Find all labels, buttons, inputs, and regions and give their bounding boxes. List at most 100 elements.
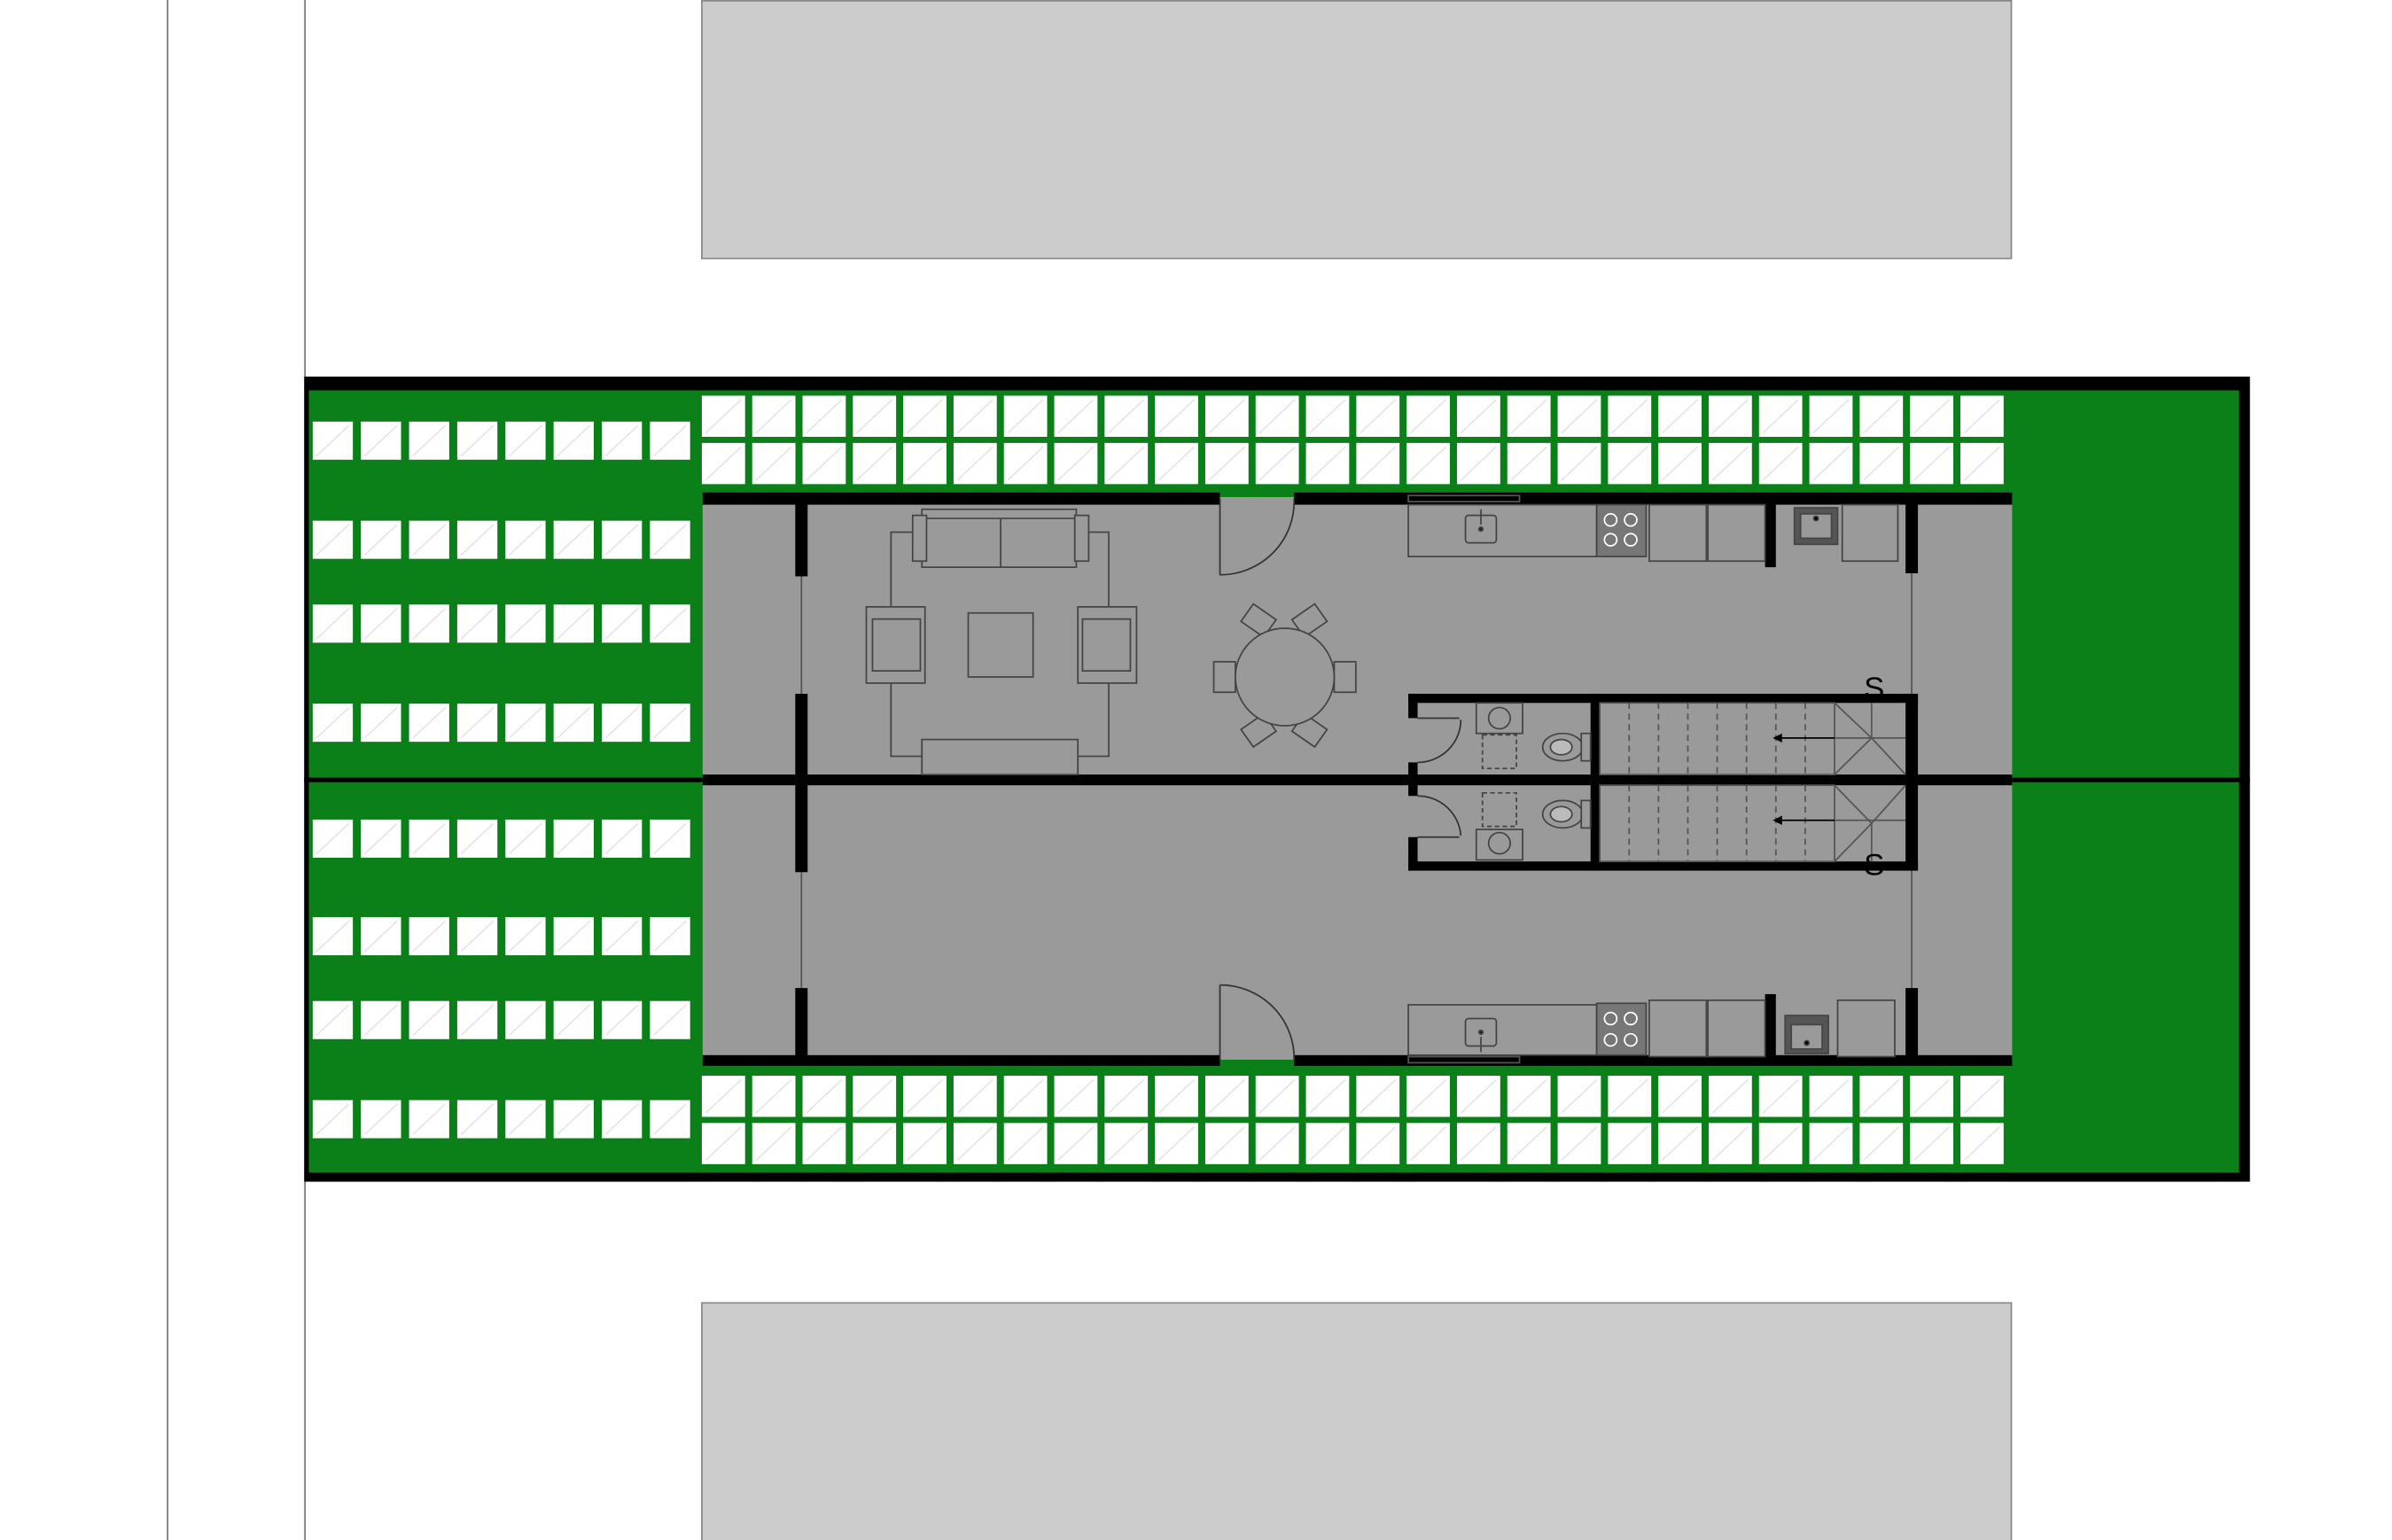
paver-texture: [604, 1103, 639, 1135]
paver-texture: [363, 607, 398, 640]
paver-texture: [1309, 446, 1346, 481]
paver-texture: [1057, 399, 1095, 434]
paver-texture: [856, 1078, 893, 1114]
paver-texture: [806, 446, 843, 481]
paver-texture: [412, 706, 447, 739]
sink-icon: [1464, 509, 1498, 544]
paver-texture: [653, 607, 687, 640]
wall-front-left-mid2: [795, 781, 808, 873]
paver-texture: [1409, 1126, 1447, 1162]
paver-texture: [316, 1004, 350, 1037]
paver-texture: [1561, 1126, 1598, 1162]
paver-texture: [653, 822, 687, 855]
paver-texture: [1913, 399, 1951, 434]
neighbor-building-bottom: [701, 1302, 2013, 1540]
paver-texture: [705, 1078, 742, 1114]
stairs-icon: [1599, 702, 1906, 863]
paver-texture: [604, 607, 639, 640]
paver-texture: [1460, 399, 1498, 434]
wall-back-bot: [1905, 988, 1919, 1059]
paver-texture: [316, 822, 350, 855]
paver-texture: [557, 706, 591, 739]
tv-unit: [921, 738, 1079, 776]
paver-texture: [653, 524, 687, 556]
paver-texture: [906, 399, 944, 434]
paver-texture: [412, 424, 447, 457]
paver-texture: [1963, 1078, 2001, 1114]
paver-texture: [956, 1126, 993, 1162]
wall-front-left-top: [795, 502, 808, 577]
bathrooms: [1475, 702, 1592, 861]
paver-texture: [557, 424, 591, 457]
paver-texture: [1762, 1078, 1799, 1114]
paver-texture: [1409, 1078, 1447, 1114]
paver-texture: [509, 822, 542, 855]
paver-texture: [1208, 1126, 1245, 1162]
paver-texture: [1460, 446, 1498, 481]
paver-texture: [557, 822, 591, 855]
paver-texture: [363, 424, 398, 457]
paver-texture: [1561, 446, 1598, 481]
door-swing-icon: [1219, 498, 1462, 1062]
paver-texture: [956, 399, 993, 434]
paver-texture: [1108, 446, 1145, 481]
paver-texture: [412, 524, 447, 556]
armchair-icon: [1077, 606, 1138, 684]
stair-label-up-top: S: [1864, 672, 1884, 705]
paver-texture: [460, 524, 495, 556]
shower-area: [1481, 791, 1517, 828]
paver-texture: [705, 399, 742, 434]
wall-bath-left-2: [1408, 762, 1418, 797]
paver-texture: [557, 607, 591, 640]
paver-texture: [316, 706, 350, 739]
stove-icon: [1595, 503, 1648, 557]
paver-texture: [363, 920, 398, 953]
paver-texture: [509, 607, 542, 640]
paver-texture: [1611, 446, 1648, 481]
paver-texture: [509, 524, 542, 556]
counter: [1407, 503, 1598, 557]
paver-texture: [1208, 1078, 1245, 1114]
paver-texture: [1057, 1078, 1095, 1114]
wall-bath-stair: [1590, 693, 1601, 871]
paver-texture: [1711, 1078, 1749, 1114]
paver-texture: [460, 1004, 495, 1037]
paver-texture: [806, 1126, 843, 1162]
paver-texture: [1360, 1126, 1397, 1162]
paver-texture: [1108, 1126, 1145, 1162]
wall-top: [702, 492, 1220, 505]
paver-texture: [1057, 1126, 1095, 1162]
paver-texture: [1157, 446, 1196, 481]
paver-texture: [1309, 1078, 1346, 1114]
paver-texture: [1360, 1078, 1397, 1114]
paver-texture: [1863, 399, 1900, 434]
paver-texture: [1460, 1126, 1498, 1162]
paver-texture: [363, 822, 398, 855]
paver-texture: [1460, 1078, 1498, 1114]
paver-texture: [604, 1004, 639, 1037]
wall-bath-left-3: [1408, 836, 1418, 871]
paver-texture: [1258, 1078, 1296, 1114]
counter: [1407, 1004, 1598, 1056]
paver-texture: [1711, 446, 1749, 481]
sofa-icon: [911, 508, 1090, 568]
paver-texture: [755, 1126, 792, 1162]
paver-texture: [1409, 446, 1447, 481]
paver-texture: [1963, 399, 2001, 434]
paver-texture: [412, 1103, 447, 1135]
paver-texture: [1963, 1126, 2001, 1162]
paver-texture: [856, 1126, 893, 1162]
paver-texture: [460, 822, 495, 855]
paver-texture: [755, 1078, 792, 1114]
paver-texture: [1812, 1126, 1850, 1162]
paver-texture: [604, 524, 639, 556]
paver-texture: [856, 446, 893, 481]
paver-texture: [1812, 1078, 1850, 1114]
paver-texture: [806, 399, 843, 434]
paver-texture: [460, 706, 495, 739]
paver-texture: [1561, 1078, 1598, 1114]
round-dining-table-icon: [1212, 603, 1357, 749]
paver-texture: [1661, 446, 1699, 481]
paver-texture: [509, 920, 542, 953]
